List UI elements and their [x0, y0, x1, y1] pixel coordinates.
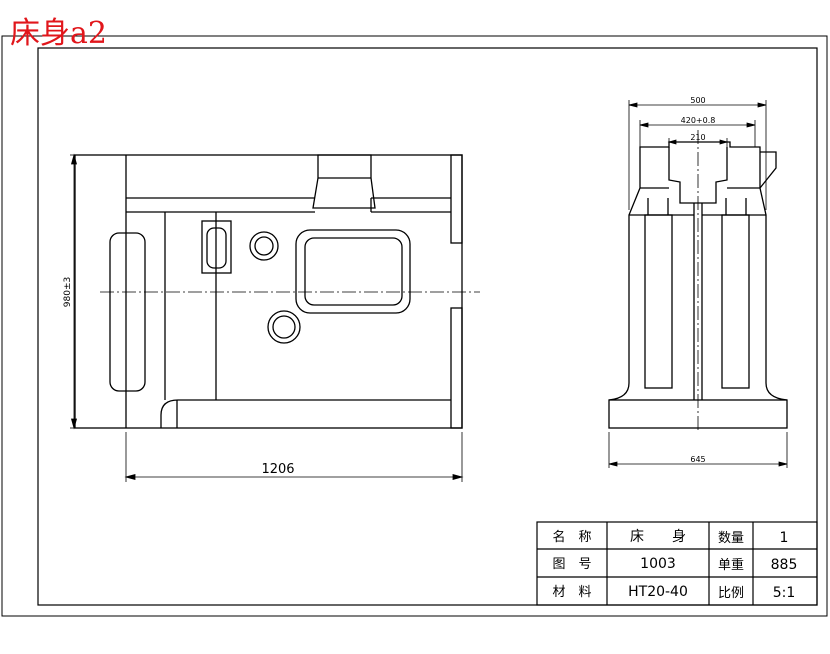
port-upper	[249, 231, 279, 261]
front-view	[74, 154, 480, 429]
name-value: 床 身	[630, 529, 686, 545]
drawing-number-label: 图 号	[552, 557, 591, 572]
front-height-dimension: 980±3	[63, 277, 73, 307]
front-width-dimension: 1206	[261, 462, 294, 477]
side-left-column	[644, 214, 673, 389]
title-block	[536, 521, 818, 606]
side-base-width-dimension: 645	[690, 455, 705, 464]
side-slot-width-dimension: 210	[690, 133, 705, 142]
side-view	[608, 130, 788, 430]
quantity-label: 数量	[718, 531, 744, 546]
front-view-right-flange-top	[450, 154, 463, 244]
large-window-inner	[304, 237, 403, 306]
side-guide-width-dimension: 420+0.8	[681, 116, 716, 125]
drawing-title: 床身a2	[10, 16, 107, 51]
side-right-ear	[759, 151, 777, 189]
small-port-slot	[206, 227, 227, 269]
front-view-dimensions	[70, 153, 464, 482]
left-window	[109, 232, 146, 392]
scale-label: 比例	[718, 586, 744, 601]
inner-frame	[37, 47, 818, 606]
large-window-outer	[295, 229, 411, 314]
side-right-column	[721, 214, 750, 389]
front-view-outline	[74, 154, 463, 429]
port-lower	[267, 310, 301, 344]
weight-label: 单重	[718, 557, 744, 573]
small-port-frame	[201, 220, 232, 274]
side-overall-width-dimension: 500	[690, 96, 705, 105]
side-view-dimensions	[608, 100, 788, 468]
name-label: 名 称	[552, 529, 591, 545]
outer-border	[1, 35, 828, 617]
material-value: HT20-40	[628, 584, 688, 600]
material-label: 材 料	[552, 585, 591, 600]
quantity-value: 1	[780, 530, 789, 546]
top-boss	[312, 154, 376, 209]
drawing-number-value: 1003	[640, 556, 676, 572]
front-view-right-flange-bottom	[450, 307, 463, 429]
weight-value: 885	[771, 557, 798, 573]
base-recess	[160, 399, 451, 428]
scale-value: 5:1	[773, 585, 796, 601]
